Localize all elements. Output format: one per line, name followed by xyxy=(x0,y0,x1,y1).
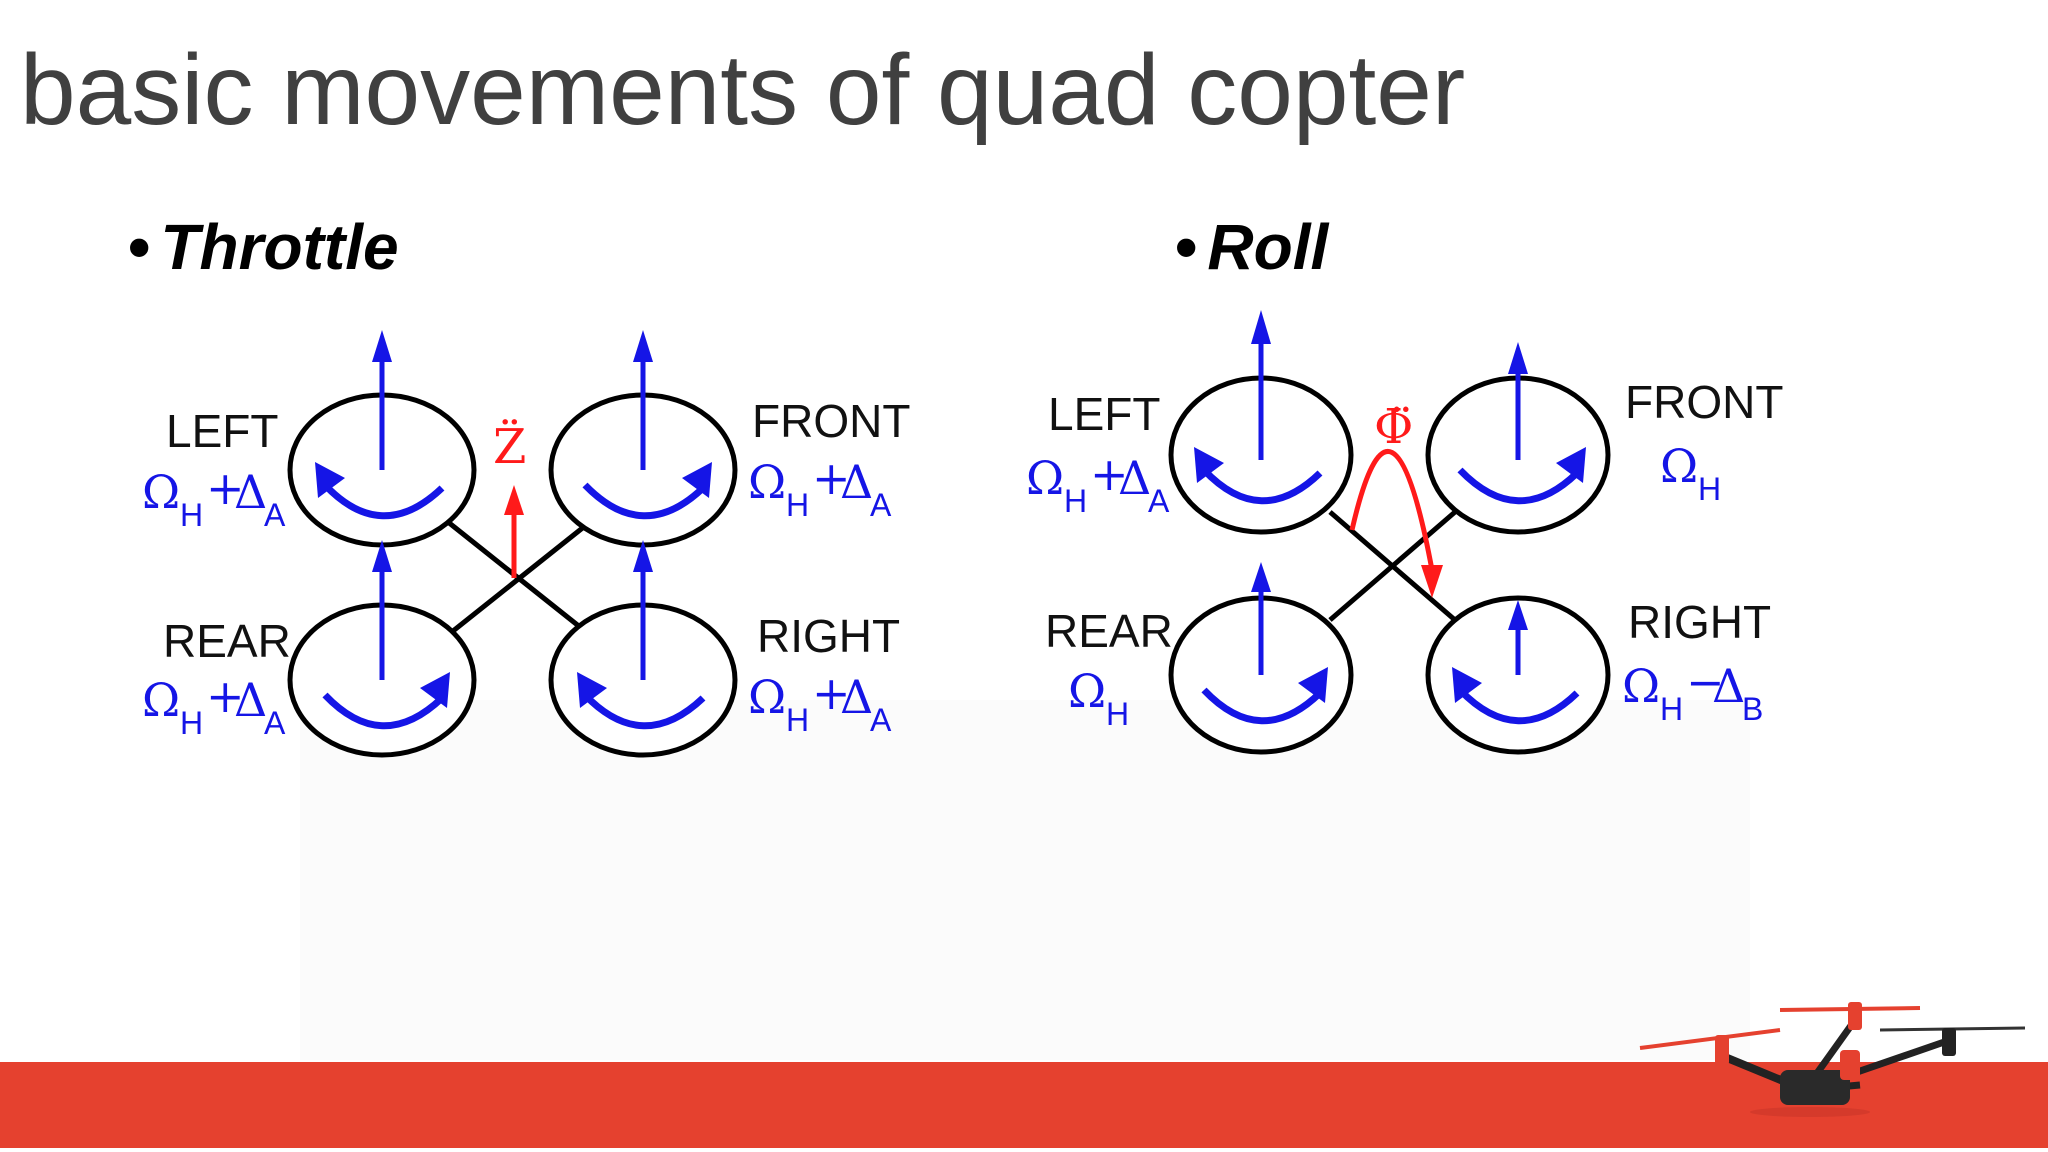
formula-left: Ω H + Δ A xyxy=(142,461,286,533)
drone-logo-icon xyxy=(1639,1002,2026,1117)
label-left: LEFT xyxy=(1048,388,1160,440)
svg-text:Ω: Ω xyxy=(1660,439,1698,493)
svg-text:+: + xyxy=(812,666,851,720)
z-accel-arrow-icon xyxy=(504,485,524,515)
roll-heading: •Roll xyxy=(1175,210,1328,284)
svg-text:Ω: Ω xyxy=(142,673,180,727)
thrust-up-icon xyxy=(633,330,653,362)
frame-arm xyxy=(446,520,592,637)
svg-text:Δ: Δ xyxy=(1712,659,1745,713)
footer-bar xyxy=(0,1062,2048,1152)
thrust-arrow-heads xyxy=(1251,310,1528,630)
svg-text:H: H xyxy=(1064,483,1087,519)
rotation-arrow-icon xyxy=(1194,447,1224,483)
svg-text:Ω: Ω xyxy=(142,465,180,519)
rotation-arrow-icon xyxy=(420,672,450,708)
svg-text:Ω: Ω xyxy=(1622,659,1660,713)
thrust-up-icon xyxy=(633,540,653,572)
label-right: RIGHT xyxy=(757,610,900,662)
svg-text:Ω: Ω xyxy=(748,670,786,724)
svg-text:H: H xyxy=(1106,696,1129,732)
thrust-up-icon xyxy=(372,330,392,362)
rotation-arrow-icon xyxy=(315,462,345,498)
svg-text:+: + xyxy=(812,451,851,505)
svg-text:H: H xyxy=(180,705,203,741)
z-accel-symbol: Z̈ xyxy=(493,417,526,475)
svg-text:H: H xyxy=(1698,471,1721,507)
diagram-backdrop xyxy=(300,700,1750,1060)
thrust-up-icon xyxy=(1251,310,1271,344)
label-rear: REAR xyxy=(163,615,291,667)
throttle-label: Throttle xyxy=(160,211,399,283)
svg-text:H: H xyxy=(786,702,809,738)
thrust-up-icon xyxy=(1251,562,1271,592)
svg-text:A: A xyxy=(264,497,286,533)
formula-front: Ω H xyxy=(1660,439,1721,507)
label-front: FRONT xyxy=(752,395,910,447)
formula-left: Ω H + Δ A xyxy=(1026,447,1170,519)
thrust-arrows xyxy=(1258,340,1521,675)
svg-text:+: + xyxy=(206,461,245,515)
svg-text:Δ: Δ xyxy=(234,465,267,519)
svg-text:A: A xyxy=(870,487,892,523)
thrust-up-icon xyxy=(1508,342,1528,374)
rotation-arrow-icon xyxy=(577,672,607,708)
thrust-arrows xyxy=(379,355,646,680)
svg-text:+: + xyxy=(206,669,245,723)
svg-text:H: H xyxy=(786,487,809,523)
formula-front: Ω H + Δ A xyxy=(748,451,892,523)
svg-text:A: A xyxy=(264,705,286,741)
formula-right: Ω H − Δ B xyxy=(1622,655,1763,727)
svg-text:A: A xyxy=(870,702,892,738)
thrust-arrow-heads xyxy=(372,330,653,572)
slide-title: basic movements of quad copter xyxy=(20,34,1466,146)
label-front: FRONT xyxy=(1625,376,1783,428)
label-left: LEFT xyxy=(166,405,278,457)
svg-text:Ω: Ω xyxy=(1026,451,1064,505)
thrust-up-icon xyxy=(372,540,392,572)
roll-accel-arrow-icon xyxy=(1421,565,1443,598)
svg-text:Ω: Ω xyxy=(748,455,786,509)
label-rear: REAR xyxy=(1045,605,1173,657)
svg-text:H: H xyxy=(180,497,203,533)
formula-rear: Ω H + Δ A xyxy=(142,669,286,741)
bullet-dot: • xyxy=(1175,211,1198,283)
roll-accel-symbol: Φ̈ xyxy=(1374,399,1413,455)
svg-text:Δ: Δ xyxy=(1118,451,1151,505)
svg-text:Ω: Ω xyxy=(1068,664,1106,718)
frame-arm xyxy=(1328,510,1457,622)
roll-accel-arc xyxy=(1349,449,1435,571)
formula-rear: Ω H xyxy=(1068,664,1129,732)
rotation-arrow-icon xyxy=(1452,667,1482,703)
svg-text:A: A xyxy=(1148,483,1170,519)
svg-text:B: B xyxy=(1742,691,1763,727)
svg-text:H: H xyxy=(1660,691,1683,727)
svg-text:Δ: Δ xyxy=(234,673,267,727)
throttle-heading: •Throttle xyxy=(128,210,399,284)
thrust-up-icon xyxy=(1508,600,1528,630)
bullet-dot: • xyxy=(128,211,151,283)
svg-text:Δ: Δ xyxy=(840,670,873,724)
rotation-arrow-icon xyxy=(1298,667,1328,703)
rotation-arrow-icon xyxy=(1556,447,1586,483)
svg-text:−: − xyxy=(1686,655,1725,709)
svg-text:Δ: Δ xyxy=(840,455,873,509)
roll-label: Roll xyxy=(1207,211,1329,283)
svg-text:+: + xyxy=(1090,447,1129,501)
rotation-arrow-icon xyxy=(682,462,712,498)
footer-strip xyxy=(0,1148,2048,1152)
label-right: RIGHT xyxy=(1628,596,1771,648)
formula-right: Ω H + Δ A xyxy=(748,666,892,738)
